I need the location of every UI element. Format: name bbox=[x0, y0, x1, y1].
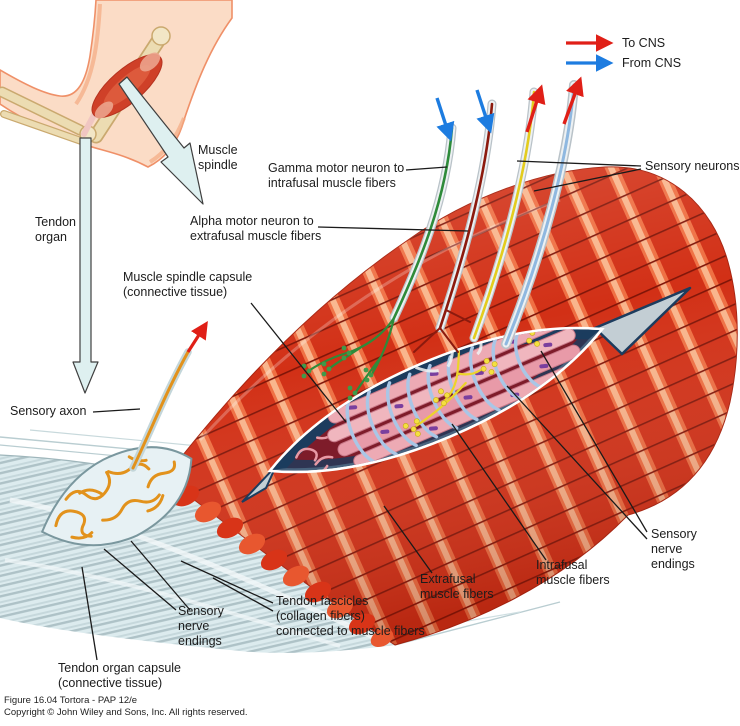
tendon-organ-detail bbox=[40, 321, 208, 547]
tendon-organ-label: Tendon organ bbox=[35, 215, 77, 244]
arm-inset bbox=[0, 0, 233, 168]
alpha-endings bbox=[413, 309, 471, 353]
cns-direction-arrows bbox=[435, 76, 584, 142]
to-cns-arrow-icon bbox=[186, 321, 208, 353]
tendon-fascicles-label: Tendon fascicles (collagen fibers) conne… bbox=[276, 594, 425, 638]
to-cns-arrow-icon bbox=[562, 76, 584, 125]
sensory-nerve-endings-left-label: Sensory nerve endings bbox=[178, 604, 224, 648]
muscle-fiber-ends bbox=[172, 485, 394, 648]
extrafusal-muscle-fibers-label: Extrafusal muscle fibers bbox=[420, 572, 494, 601]
legend-arrows bbox=[566, 34, 614, 72]
sensory-axon-label: Sensory axon bbox=[10, 404, 87, 418]
from-cns-arrow-icon bbox=[435, 97, 455, 142]
spindle-left-sheath bbox=[241, 465, 277, 503]
sensory-axon-fiber bbox=[131, 350, 190, 470]
alpha-motor-neuron-label: Alpha motor neuron to extrafusal muscle … bbox=[190, 214, 322, 243]
tendon-organ-capsule-shape bbox=[40, 446, 193, 547]
sensory-neuron-blue bbox=[504, 83, 576, 346]
legend-from-cns-label: From CNS bbox=[622, 56, 682, 70]
sensory-nerve-endings-right-label: Sensory nerve endings bbox=[651, 527, 697, 571]
muscle-spindle-label: Muscle spindle bbox=[198, 143, 238, 172]
spindle-tail-sheath bbox=[593, 286, 692, 356]
magnify-arrow-muscle-spindle bbox=[118, 76, 204, 205]
muscle-spindle-cutaway bbox=[267, 314, 605, 477]
figure-caption-line2: Copyright © John Wiley and Sons, Inc. Al… bbox=[4, 707, 248, 718]
intrafusal-muscle-fibers-label: Intrafusal muscle fibers bbox=[536, 558, 610, 587]
to-cns-arrow-icon bbox=[525, 84, 546, 133]
tendon-organ-capsule-label: Tendon organ capsule (connective tissue) bbox=[58, 661, 182, 690]
gamma-motor-neuron-label: Gamma motor neuron to intrafusal muscle … bbox=[268, 161, 405, 190]
sensory-neurons-label: Sensory neurons bbox=[645, 159, 740, 173]
from-cns-arrow-icon bbox=[475, 89, 495, 134]
legend-to-cns-label: To CNS bbox=[622, 36, 666, 50]
gamma-motor-neuron bbox=[392, 126, 454, 320]
magnify-arrow-tendon-organ bbox=[72, 137, 99, 394]
leader-lines bbox=[81, 160, 648, 661]
gamma-endings bbox=[301, 316, 396, 401]
muscle-spindle-capsule-label: Muscle spindle capsule (connective tissu… bbox=[123, 270, 253, 299]
figure-caption-line1: Figure 16.04 Tortora - PAP 12/e bbox=[4, 695, 138, 706]
